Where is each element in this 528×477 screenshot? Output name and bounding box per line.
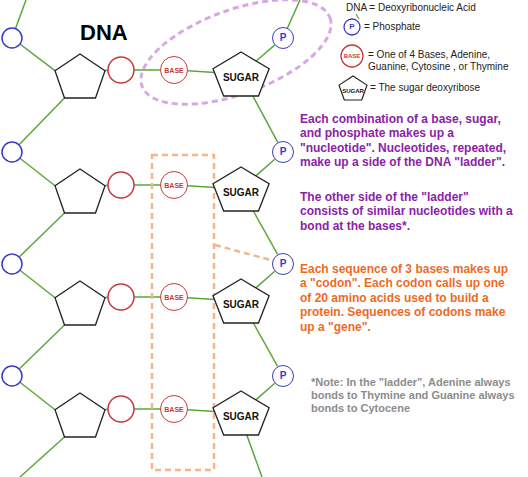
sugar-pentagon: SUGAR [213,52,269,96]
base-circle: BASE [160,56,188,84]
pentagon-path [213,279,269,323]
node-label: BASE [164,182,183,189]
base-circle: BASE [160,171,188,199]
phosphate-circle: P [272,253,294,275]
phosphate-circle: P [272,141,294,163]
note-text: The other side of the "ladder" consists … [300,190,514,233]
legend-phosphate-icon [344,19,360,35]
pentagon-path [213,52,269,96]
base-circle: BASE [160,395,188,423]
node-label: SUGAR [223,300,259,310]
nucleotide-outline [128,0,345,126]
base-circle [108,172,134,198]
backbone-bond [188,71,214,73]
footnote: *Note: In the "ladder", Adenine always b… [311,376,521,416]
note-text: Each combination of a base, sugar, and p… [300,112,514,170]
phosphate-circle: P [272,27,294,49]
backbone-line [12,325,65,376]
backbone-bond [188,186,214,188]
backbone-line [20,437,65,477]
node-label: BASE [164,294,183,301]
phosphate-circle [2,28,22,48]
sugar-pentagon: SUGAR [213,279,269,323]
backbone-bond [256,45,275,61]
legend-sugar-icon [339,76,367,100]
node-label: BASE [164,67,183,74]
legend-line-icon [356,14,359,19]
node-label: SUGAR [223,188,259,198]
backbone-bond [188,410,214,412]
backbone-bond [256,159,275,176]
base-circle [108,396,134,422]
base-circle: BASE [160,283,188,311]
backbone-bond [256,383,275,400]
backbone-bond [256,271,275,288]
codon-outline [152,155,214,470]
backbone-bond [188,298,214,300]
phosphate-circle [2,254,22,274]
legend-icon-label: P [349,23,354,31]
sugar-pentagon [55,393,105,437]
backbone-line [12,213,65,264]
node-label: SUGAR [223,412,259,422]
legend-icon-label: BASE [344,53,361,59]
node-label: P [280,371,287,381]
sugar-pentagon: SUGAR [213,167,269,211]
backbone-bond [253,323,277,366]
diagram-title: DNA [80,20,128,46]
sugar-pentagon [55,54,105,98]
sugar-pentagon [55,169,105,213]
legend-text: = Phosphate [364,21,524,33]
node-label: SUGAR [223,73,259,83]
legend-title: DNA = Deoxyribonucleic Acid [346,2,526,14]
legend-base-icon [341,45,363,67]
base-circle [108,284,134,310]
phosphate-circle [2,366,22,386]
legend-text: = The sugar deoxyribose [370,82,524,94]
node-label: P [280,259,287,269]
pentagon-path [213,391,269,435]
pentagon-path [213,167,269,211]
node-label: P [280,147,287,157]
node-label: BASE [164,406,183,413]
legend-icon-label: SUGAR [342,88,364,94]
node-label: P [280,33,287,43]
legend-text: = One of 4 Bases, Adenine, Guanine, Cyto… [368,49,524,72]
sugar-pentagon: SUGAR [213,391,269,435]
backbone-line [12,98,65,152]
note-text: Each sequence of 3 bases makes up a "cod… [300,262,514,334]
base-circle [108,57,134,83]
backbone-bond [253,211,277,254]
sugar-pentagon [55,281,105,325]
phosphate-circle [2,142,22,162]
backbone-bond [253,96,278,142]
phosphate-circle: P [272,365,294,387]
